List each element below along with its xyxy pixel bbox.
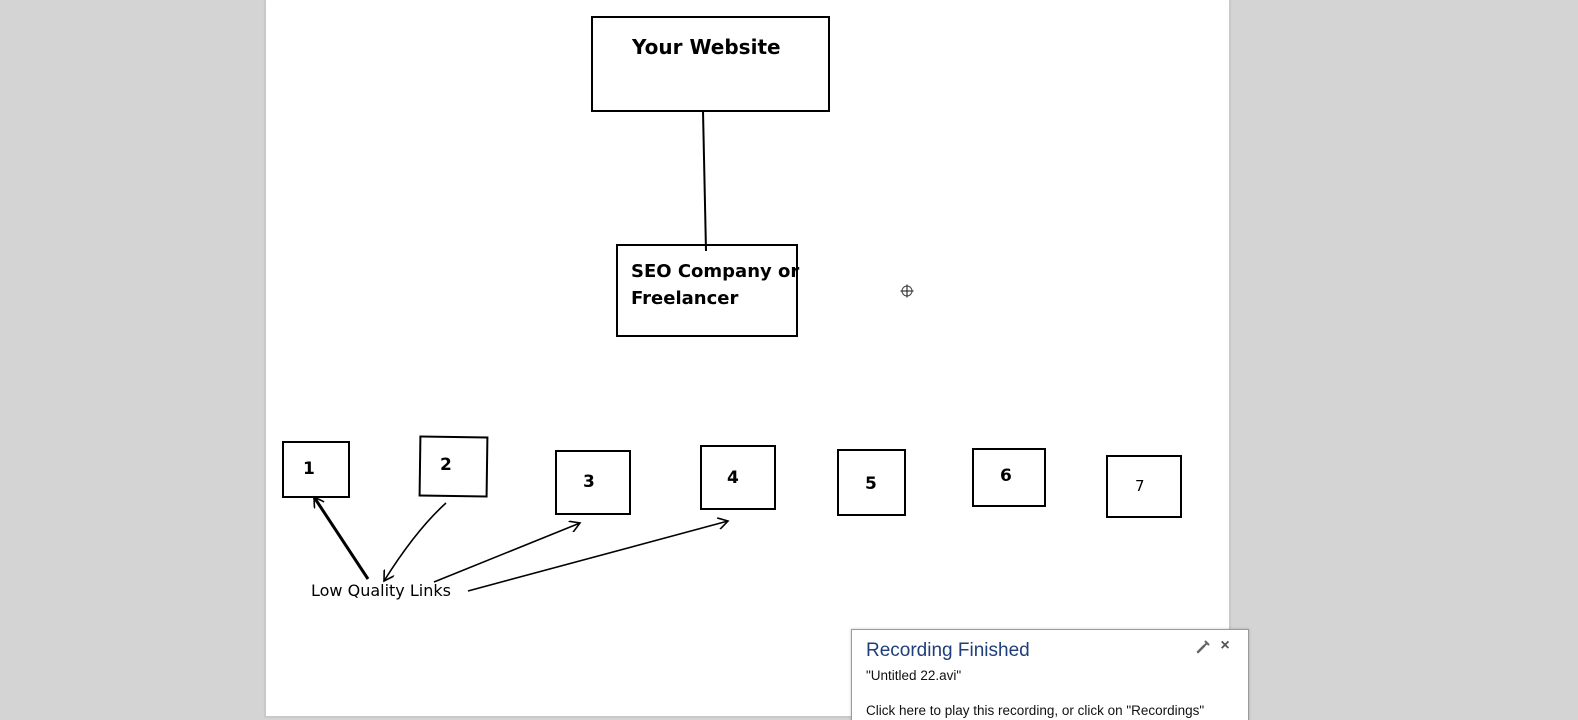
- recording-filename: "Untitled 22.avi": [866, 668, 962, 683]
- link-box-6[interactable]: 6: [972, 448, 1046, 507]
- link-box-4[interactable]: 4: [700, 445, 776, 510]
- link-box-5[interactable]: 5: [837, 449, 906, 516]
- link-box-1[interactable]: 1: [282, 441, 350, 498]
- seo-box-label-line1: SEO Company or: [631, 261, 799, 282]
- arrow-to-box-3: [433, 523, 580, 583]
- play-recording-link[interactable]: Click here to play this recording, or cl…: [866, 703, 1205, 718]
- link-box-label: 6: [1000, 466, 1012, 486]
- seo-diagram: Your Website SEO Company or Freelancer 1…: [282, 16, 1182, 600]
- link-box-3[interactable]: 3: [555, 450, 631, 515]
- arrow-to-box-1: [312, 497, 370, 580]
- crosshair-cursor-icon: [900, 284, 914, 298]
- link-box-label: 4: [727, 468, 739, 488]
- link-box-7[interactable]: 7: [1106, 455, 1182, 518]
- seo-box-label-line2: Freelancer: [631, 288, 738, 309]
- arrow-to-box-2: [384, 502, 447, 581]
- notification-title: Recording Finished: [866, 640, 1030, 661]
- website-box-label: Your Website: [631, 35, 781, 59]
- link-box-label: 7: [1135, 477, 1145, 495]
- seo-company-box[interactable]: SEO Company or Freelancer: [616, 244, 799, 337]
- wrench-icon[interactable]: [1195, 639, 1211, 655]
- website-box[interactable]: Your Website: [591, 16, 830, 112]
- close-icon[interactable]: ×: [1220, 637, 1230, 654]
- link-box-2[interactable]: 2: [418, 435, 489, 498]
- connector-line: [702, 110, 707, 252]
- link-box-label: 1: [303, 459, 315, 479]
- link-box-label: 5: [865, 474, 877, 494]
- arrow-to-box-4: [467, 521, 728, 592]
- drawing-canvas[interactable]: Your Website SEO Company or Freelancer 1…: [265, 0, 1230, 717]
- low-quality-links-label: Low Quality Links: [311, 581, 451, 600]
- recording-finished-notification[interactable]: Recording Finished × "Untitled 22.avi" C…: [851, 629, 1249, 720]
- link-box-label: 3: [583, 472, 595, 492]
- link-box-label: 2: [440, 455, 452, 475]
